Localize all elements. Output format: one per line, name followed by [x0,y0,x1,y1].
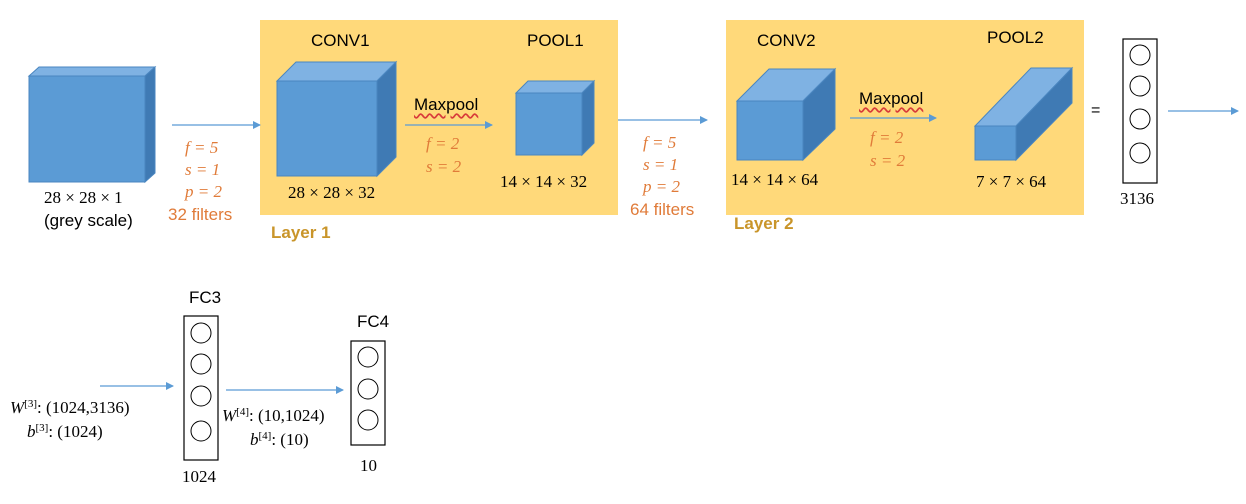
fc3-bias-superscript: [3] [35,422,49,434]
arrow1-s-label: s = 1 [185,160,221,179]
neuron [1129,108,1151,130]
arrow1-p-label: p = 2 [185,182,222,201]
fc3-neuron-column [183,315,219,461]
layer2-op-f-label: f = 2 [870,128,904,147]
neuron [190,353,212,375]
fc4-bias-shape: : (10) [271,430,309,449]
layer2-label: Layer 2 [734,214,794,233]
arrow2-f-label: f = 5 [643,133,677,152]
arrow1-f-label: f = 5 [185,138,219,157]
fc4-title: FC4 [357,312,390,331]
fc3-weight-label: W[3]: (1024,3136) [10,393,130,419]
fc4-weight-symbol: W [222,406,237,425]
arrow2-s-label: s = 1 [643,155,679,174]
fc3-bias-label: b[3]: (1024) [27,417,103,443]
input-cube [27,65,157,184]
layer2-maxpool-label: Maxpool [859,89,924,108]
pool2-cube [973,66,1074,162]
fc3-title: FC3 [189,288,222,307]
neuron [1129,44,1151,66]
layer2-op-s-label: s = 2 [870,151,906,170]
fc3-weight-superscript: [3] [24,398,37,410]
fc4-bias-symbol: b [250,430,259,449]
neuron [190,385,212,407]
conv1-cube [275,60,398,178]
fc3-weight-shape: : (1024,3136) [37,398,130,417]
neuron [190,420,212,442]
fc4-weight-label: W[4]: (10,1024) [222,401,325,427]
neuron [190,322,212,344]
layer1-op-f-label: f = 2 [426,134,460,153]
neuron [1129,75,1151,97]
fc4-bias-superscript: [4] [258,430,272,442]
arrow2-filters-label: 64 filters [630,200,695,219]
arrow2-p-label: p = 2 [643,177,680,196]
fc4-neuron-column [350,340,386,446]
flatten-neuron-column [1122,38,1158,184]
neuron [357,409,379,431]
arrow1-filters-label: 32 filters [168,205,233,224]
fc4-bias-label: b[4]: (10) [250,425,309,451]
pool2-dims-label: 7 × 7 × 64 [976,172,1047,191]
layer1-maxpool-label: Maxpool [414,95,479,114]
neuron [357,378,379,400]
neuron [1129,142,1151,164]
conv2-title: CONV2 [757,31,816,50]
fc3-bias-shape: : (1024) [48,422,103,441]
fc3-bias-symbol: b [27,422,36,441]
flatten-size-label: 3136 [1120,189,1154,208]
fc4-weight-superscript: [4] [236,406,249,418]
pool1-dims-label: 14 × 14 × 32 [500,172,588,191]
neuron [357,346,379,368]
fc3-weight-symbol: W [10,398,25,417]
layer1-label: Layer 1 [271,223,331,242]
conv1-dims-label: 28 × 28 × 32 [288,183,376,202]
fc4-size-label: 10 [360,456,377,475]
pool2-title: POOL2 [987,28,1044,47]
conv2-cube [735,67,837,162]
conv1-title: CONV1 [311,31,370,50]
input-dims-label: 28 × 28 × 1 [44,188,123,207]
layer1-op-s-label: s = 2 [426,157,462,176]
pool1-title: POOL1 [527,31,584,50]
input-note-label: (grey scale) [44,211,133,230]
conv2-dims-label: 14 × 14 × 64 [731,170,819,189]
flatten-equals-sign: = [1091,102,1101,119]
fc3-size-label: 1024 [182,467,216,486]
pool1-cube [514,79,596,157]
fc4-weight-shape: : (10,1024) [249,406,325,425]
